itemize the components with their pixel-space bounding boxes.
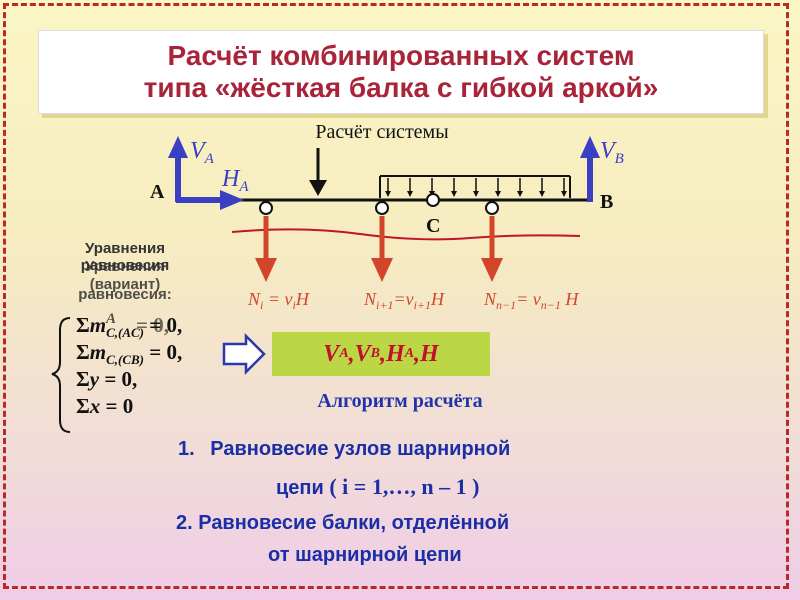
support-b-label: B	[600, 191, 613, 213]
step-1-math: ( i = 1,…, n – 1 )	[329, 474, 480, 499]
eq-label-overlap2: (вариант)	[89, 276, 161, 293]
eq-label-line2: равновесия	[80, 257, 170, 274]
vb-label: VB	[600, 138, 624, 167]
support-a-label: A	[150, 181, 165, 203]
algorithm-step-1-cont: цепи ( i = 1,…, n – 1 )	[276, 474, 479, 500]
distributed-load-arrow-head	[451, 191, 457, 197]
equation-row: ΣmC,(CB) = 0,	[76, 340, 183, 368]
ha-label: HA	[221, 166, 249, 195]
distributed-load-arrow-head	[385, 191, 391, 197]
point-c-label: C	[426, 215, 440, 237]
eq-label-line1: Уравнения	[85, 240, 165, 257]
distributed-load-arrow-head	[407, 191, 413, 197]
equations-label: Уравнения равновесия Уравнения (вариант)…	[50, 240, 200, 303]
hanger-arrow-i	[255, 216, 277, 282]
equation-ghost-sub: A	[106, 311, 117, 327]
algorithm-step-2-cont: от шарнирной цепи	[268, 544, 462, 566]
equilibrium-equations: ΣmC,(AC) = 0, A = 0, ΣmC,(CB) = 0, Σy = …	[76, 311, 183, 420]
distributed-load-arrow-head	[539, 191, 545, 197]
ha-arrow-head	[220, 190, 244, 210]
title-line-1: Расчёт комбинированных систем	[167, 40, 635, 71]
hanger-node-n1	[485, 201, 499, 215]
eq-label-overlap3: равновесия:	[78, 286, 172, 303]
distributed-load-arrow-head	[495, 191, 501, 197]
distributed-load	[379, 175, 571, 198]
vb-arrow-head	[580, 136, 600, 158]
equation-ghost-tail: = 0,	[136, 313, 169, 337]
implication-arrow	[222, 332, 266, 376]
equation-row: Σy = 0,	[76, 367, 138, 391]
distributed-load-arrow-head	[561, 191, 567, 197]
va-arrow-head	[168, 136, 188, 158]
algorithm-title: Алгоритм расчёта	[317, 390, 483, 412]
hanger-force-i: Ni = νiH	[247, 289, 310, 312]
va-label: VA	[190, 138, 215, 167]
title-box: Расчёт комбинированных систем типа «жёст…	[38, 30, 764, 114]
equation-row: ΣmC,(AC) = 0, A = 0,	[76, 311, 182, 340]
section-cut-line	[231, 228, 581, 241]
hanger-arrow-i1	[371, 216, 393, 282]
hanger-arrow-n1	[481, 216, 503, 282]
point-load-head	[309, 180, 327, 196]
hanger-force-n1: Nn−1= νn−1 H	[483, 289, 579, 312]
step-1-text-cont: цепи	[276, 477, 324, 499]
hinge-c	[426, 193, 440, 207]
step-1-number: 1.	[178, 438, 195, 460]
distributed-load-arrow-head	[473, 191, 479, 197]
diagram-label: Расчёт системы	[315, 121, 448, 143]
title-line-2: типа «жёсткая балка с гибкой аркой»	[143, 72, 659, 103]
hanger-node-i	[259, 201, 273, 215]
step-1-text: Равновесие узлов шарнирной	[210, 438, 511, 460]
equation-row: Σx = 0	[76, 394, 134, 418]
slide-frame	[3, 3, 789, 589]
algorithm-step-1: 1. Равновесие узлов шарнирной	[178, 438, 510, 461]
distributed-load-arrow-head	[517, 191, 523, 197]
eq-label-overlap1: Уравнения	[85, 258, 165, 275]
equations-brace	[51, 317, 71, 433]
hanger-force-i1: Ni+1=νi+1H	[363, 289, 445, 312]
algorithm-step-2: 2. Равновесие балки, отделённой	[176, 512, 510, 534]
hanger-node-i1	[375, 201, 389, 215]
